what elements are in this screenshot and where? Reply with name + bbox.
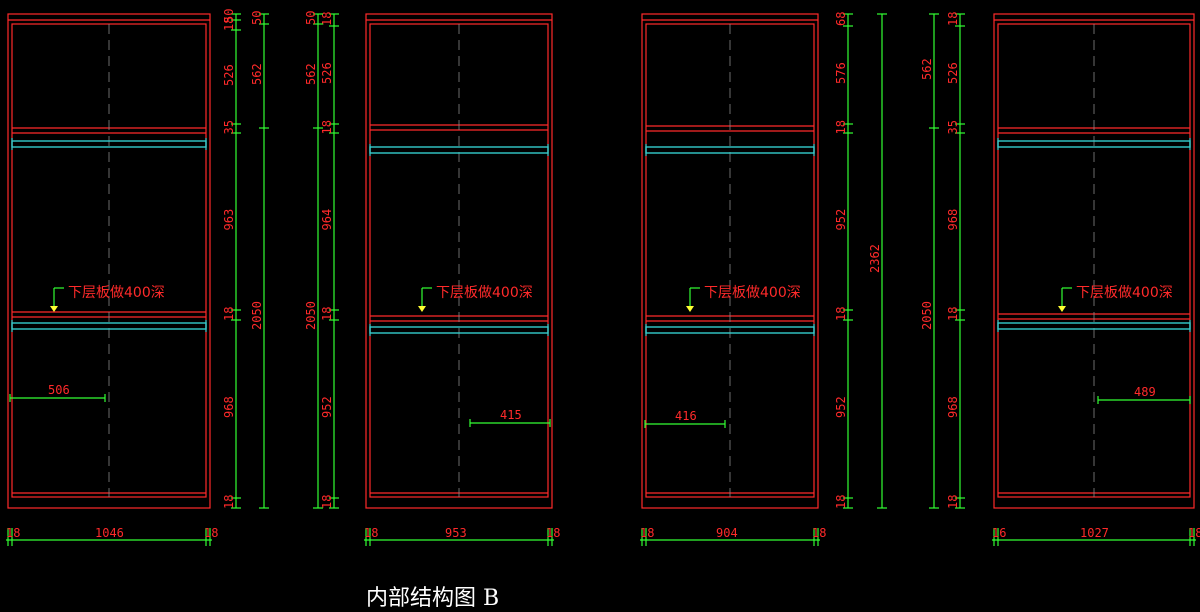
height-label: 18	[222, 307, 236, 321]
width-label-center: 1046	[95, 526, 124, 540]
shelf-note: 下层板做400深	[68, 285, 165, 301]
overall-height-label: 50	[250, 11, 264, 25]
height-label: 18	[320, 120, 334, 134]
cabinet-outline	[7, 13, 211, 509]
height-label: 18	[320, 12, 334, 26]
overall-height-label: 2050	[304, 301, 318, 330]
width-label-center: 1027	[1080, 526, 1109, 540]
width-label-center: 953	[445, 526, 467, 540]
height-label: 18	[222, 495, 236, 509]
height-label: 18	[320, 495, 334, 509]
height-label: 18	[222, 17, 236, 31]
width-label-left: 16	[992, 526, 1006, 540]
height-label: 18	[834, 495, 848, 509]
width-label-left: 18	[6, 526, 20, 540]
cabinet-outline	[993, 13, 1195, 509]
height-label: 18	[834, 307, 848, 321]
overall-height-label: 2050	[250, 301, 264, 330]
height-label: 963	[222, 209, 236, 231]
height-label: 18	[946, 12, 960, 26]
height-label: 18	[320, 307, 334, 321]
height-label: 968	[222, 396, 236, 418]
inner-width-label: 415	[500, 408, 522, 422]
height-label: 952	[320, 396, 334, 418]
note-marker	[418, 306, 426, 312]
width-label-right: 18	[546, 526, 560, 540]
height-label: 18	[834, 120, 848, 134]
height-label: 68	[834, 12, 848, 26]
shelf-note: 下层板做400深	[704, 285, 801, 301]
height-label: 18	[946, 495, 960, 509]
height-label: 35	[946, 120, 960, 134]
height-label: 526	[946, 62, 960, 84]
height-label: 964	[320, 209, 334, 231]
overall-height-label: 2362	[868, 244, 882, 273]
height-label: 50	[222, 9, 236, 23]
note-marker	[50, 306, 58, 312]
overall-height-label: 562	[250, 63, 264, 85]
inner-width-label: 416	[675, 409, 697, 423]
overall-height-label: 2050	[920, 301, 934, 330]
width-label-left: 18	[364, 526, 378, 540]
height-label: 968	[946, 396, 960, 418]
height-label: 18	[946, 307, 960, 321]
width-label-right: 18	[204, 526, 218, 540]
drawing-caption: 内部结构图 B	[366, 586, 500, 611]
height-label: 968	[946, 209, 960, 231]
width-label-right: 18	[1188, 526, 1200, 540]
width-label-center: 904	[716, 526, 738, 540]
inner-width-label: 506	[48, 383, 70, 397]
cabinet-outline	[641, 13, 819, 509]
height-label: 576	[834, 62, 848, 84]
height-label: 952	[834, 209, 848, 231]
shelf-note: 下层板做400深	[436, 285, 533, 301]
overall-height-label: 50	[304, 11, 318, 25]
overall-height-label: 562	[920, 58, 934, 80]
width-label-right: 18	[812, 526, 826, 540]
height-label: 526	[320, 62, 334, 84]
shelf-note: 下层板做400深	[1076, 285, 1173, 301]
height-label: 526	[222, 64, 236, 86]
width-label-left: 18	[640, 526, 654, 540]
cabinet-outline	[365, 13, 553, 509]
note-marker	[686, 306, 694, 312]
inner-width-label: 489	[1134, 385, 1156, 399]
note-marker	[1058, 306, 1066, 312]
height-label: 952	[834, 396, 848, 418]
overall-height-label: 562	[304, 63, 318, 85]
height-label: 35	[222, 120, 236, 134]
